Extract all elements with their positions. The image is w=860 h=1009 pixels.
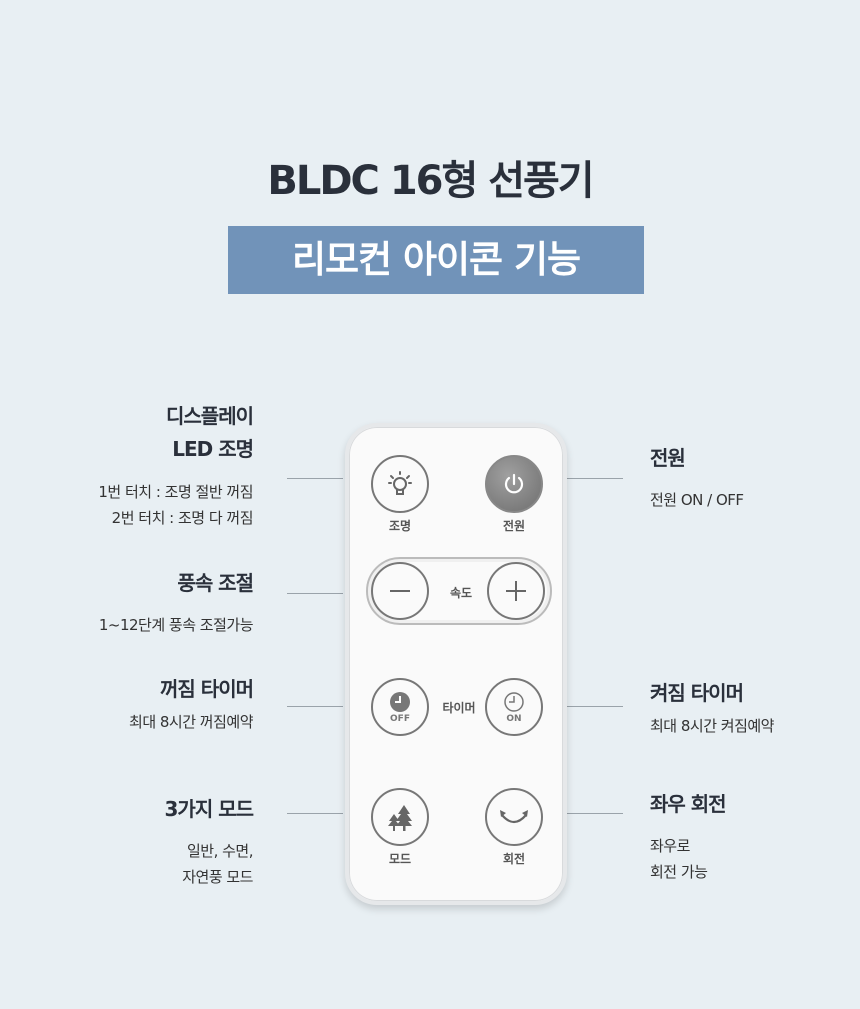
speed-up-button[interactable]	[487, 562, 545, 620]
mode-label: 모드	[388, 852, 412, 866]
feature-desc: 1번 터치 : 조명 절반 꺼짐	[98, 483, 253, 501]
feature-power: 전원 전원 ON / OFF	[650, 442, 860, 513]
connector-line	[287, 706, 343, 707]
speed-label: 속도	[449, 586, 473, 600]
feature-desc: 최대 8시간 꺼짐예약	[129, 713, 253, 731]
minus-icon	[390, 590, 410, 592]
off-label: OFF	[390, 713, 410, 724]
connector-line	[287, 813, 343, 814]
feature-mode: 3가지 모드 일반, 수면, 자연풍 모드	[0, 793, 254, 890]
clock-outline-icon	[504, 691, 524, 712]
rotate-button[interactable]	[485, 788, 543, 846]
feature-title: LED 조명	[172, 437, 254, 461]
feature-rotate: 좌우 회전 좌우로 회전 가능	[650, 788, 860, 885]
feature-speed: 풍속 조절 1~12단계 풍속 조절가능	[0, 567, 254, 638]
power-icon	[504, 473, 524, 494]
feature-desc: 일반, 수면,	[186, 842, 254, 860]
power-button[interactable]	[485, 455, 543, 513]
connector-line	[287, 593, 343, 594]
speed-down-button[interactable]	[371, 562, 429, 620]
light-label: 조명	[388, 519, 412, 533]
feature-title: 켜짐 타이머	[650, 681, 744, 705]
feature-title: 전원	[650, 446, 686, 470]
feature-title: 풍속 조절	[177, 571, 254, 595]
plus-icon	[506, 581, 526, 601]
feature-desc: 1~12단계 풍속 조절가능	[98, 616, 254, 634]
feature-desc: 전원 ON / OFF	[650, 491, 744, 509]
remote-control: 조명 전원 속도 OFF 타이머 ON 모드 회전	[345, 423, 567, 905]
timer-label: 타이머	[442, 701, 476, 715]
feature-title: 디스플레이	[166, 404, 254, 428]
light-button[interactable]	[371, 455, 429, 513]
rotate-label: 회전	[502, 852, 526, 866]
mode-button[interactable]	[371, 788, 429, 846]
speed-control: 속도	[366, 557, 552, 625]
page-title: BLDC 16형 선풍기	[267, 158, 594, 204]
connector-line	[555, 478, 623, 479]
feature-desc: 2번 터치 : 조명 다 꺼짐	[111, 509, 254, 527]
feature-off-timer: 꺼짐 타이머 최대 8시간 꺼짐예약	[0, 673, 254, 735]
on-timer-button[interactable]: ON	[485, 678, 543, 736]
connector-line	[287, 478, 343, 479]
feature-title: 3가지 모드	[164, 797, 254, 821]
power-label: 전원	[502, 519, 526, 533]
feature-desc: 좌우로	[650, 837, 690, 855]
feature-title: 꺼짐 타이머	[160, 677, 254, 701]
rotate-arrows-icon	[500, 810, 528, 824]
connector-line	[555, 706, 623, 707]
page-subtitle-banner: 리모컨 아이콘 기능	[228, 226, 644, 294]
feature-on-timer: 켜짐 타이머 최대 8시간 켜짐예약	[650, 677, 860, 739]
feature-desc: 자연풍 모드	[182, 868, 253, 886]
feature-desc: 회전 가능	[650, 863, 708, 881]
tree-icon	[388, 805, 412, 831]
on-label: ON	[506, 713, 522, 724]
feature-desc: 최대 8시간 켜짐예약	[650, 717, 774, 735]
connector-line	[555, 813, 623, 814]
feature-led: 디스플레이 LED 조명 1번 터치 : 조명 절반 꺼짐 2번 터치 : 조명…	[0, 400, 254, 531]
light-bulb-icon	[388, 471, 412, 495]
feature-title: 좌우 회전	[650, 792, 727, 816]
clock-filled-icon	[390, 691, 410, 712]
off-timer-button[interactable]: OFF	[371, 678, 429, 736]
